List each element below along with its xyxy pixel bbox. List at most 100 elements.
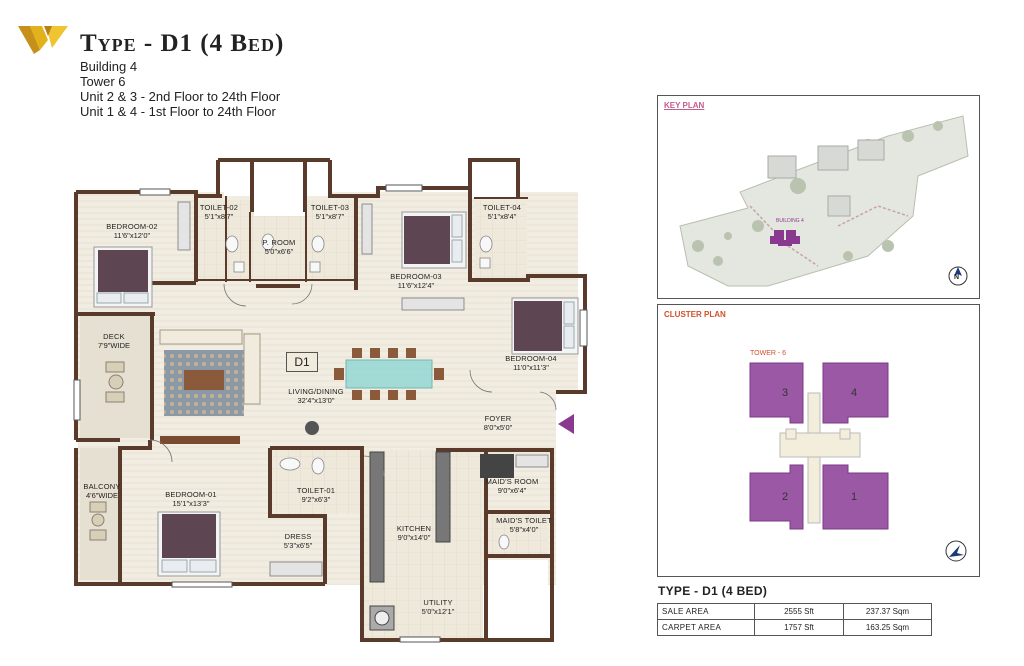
- key-plan-title: KEY PLAN: [664, 101, 705, 110]
- unit-number-2: 2: [782, 491, 789, 503]
- door-swings: [149, 283, 557, 477]
- room-name: DECK: [103, 332, 125, 341]
- room-size: 15'1"x13'3": [172, 499, 210, 508]
- room-size: 5'3"x6'5": [283, 541, 313, 550]
- deck-furniture: [89, 361, 125, 541]
- unit-tag: D1: [286, 352, 318, 372]
- bed-bedroom-01: [157, 511, 221, 577]
- bed-bedroom-02: [93, 246, 153, 308]
- room-name: KITCHEN: [396, 524, 432, 533]
- sale-area-label: SALE AREA: [657, 603, 755, 620]
- unit-number-4: 4: [851, 387, 858, 399]
- room-size: 11'6"x12'0": [113, 231, 151, 240]
- tower-line: Tower 6: [80, 74, 126, 89]
- room-name: DRESS: [284, 532, 312, 541]
- room-name: BALCONY: [83, 482, 121, 491]
- carpet-area-sft: 1757 Sft: [754, 619, 844, 636]
- room-size: 5'0"x6'6": [264, 247, 294, 256]
- cluster-plan-panel: CLUSTER PLAN TOWER - 6 3 4 2 1: [657, 304, 980, 577]
- carpet-area-sqm: 163.25 Sqm: [843, 619, 932, 636]
- kitchen-counter: [369, 451, 451, 631]
- compass-north-label: N: [954, 274, 960, 281]
- room-size: 5'1"x8'4": [487, 212, 517, 221]
- room-size: 32'4"x13'0": [297, 396, 335, 405]
- room-size: 5'0"x12'1": [421, 607, 455, 616]
- room-size: 8'0"x5'0": [483, 423, 513, 432]
- unit-line-2: Unit 1 & 4 - 1st Floor to 24th Floor: [80, 104, 276, 119]
- key-plan-map: [679, 115, 969, 287]
- room-size: 9'0"x6'4": [497, 486, 527, 495]
- entry-arrow-icon: [558, 414, 574, 434]
- maid-bed: [480, 454, 514, 478]
- windows: [73, 184, 588, 643]
- page-title: Type - D1 (4 Bed): [80, 30, 285, 57]
- table-row: SALE AREA 2555 Sft 237.37 Sqm: [657, 603, 932, 620]
- cluster-map: [749, 362, 967, 562]
- room-name: BEDROOM-02: [106, 222, 158, 231]
- room-name: BEDROOM-01: [165, 490, 217, 499]
- area-summary-title: TYPE - D1 (4 BED): [658, 584, 768, 598]
- building-4-label: BUILDING 4: [776, 218, 804, 224]
- room-size: 9'0"x14'0": [397, 533, 431, 542]
- key-plan-panel: KEY PLAN BUILDING 4 N: [657, 95, 980, 299]
- sale-area-sft: 2555 Sft: [754, 603, 844, 620]
- room-size: 9'2"x6'3": [301, 495, 331, 504]
- room-size: 5'1"x8'7": [204, 212, 234, 221]
- tower-label: TOWER - 6: [750, 350, 787, 357]
- living-furniture: [159, 329, 319, 444]
- building-4-highlight: [770, 230, 800, 246]
- room-name: MAID'S ROOM: [485, 477, 539, 486]
- room-size: 4'6"WIDE: [85, 491, 119, 500]
- unit-number-3: 3: [782, 387, 789, 399]
- unit-number-1: 1: [851, 491, 858, 503]
- cluster-plan-title: CLUSTER PLAN: [664, 310, 726, 319]
- room-size: 11'6"x12'4": [397, 281, 435, 290]
- room-name: TOILET-01: [296, 486, 336, 495]
- wardrobes: [177, 201, 549, 577]
- area-table: SALE AREA 2555 Sft 237.37 Sqm CARPET ARE…: [657, 603, 932, 636]
- room-name: TOILET-04: [482, 203, 522, 212]
- dining-table: [334, 348, 444, 400]
- sale-area-sqm: 237.37 Sqm: [843, 603, 932, 620]
- room-name: BEDROOM-03: [390, 272, 442, 281]
- walls: [74, 158, 587, 642]
- room-name: P. ROOM: [262, 238, 296, 247]
- unit-tag-text: D1: [294, 355, 310, 369]
- table-row: CARPET AREA 1757 Sft 163.25 Sqm: [657, 619, 932, 636]
- thin-walls: [196, 196, 528, 282]
- room-name: TOILET-02: [199, 203, 239, 212]
- room-name: LIVING/DINING: [288, 387, 344, 396]
- building-line: Building 4: [80, 59, 138, 74]
- bed-bedroom-04: [511, 297, 579, 355]
- bed-bedroom-03: [401, 211, 467, 269]
- room-name: FOYER: [484, 414, 512, 423]
- toilet-fixtures: [225, 233, 510, 550]
- room-size: 5'1"x8'7": [315, 212, 345, 221]
- room-size: 5'8"x4'0": [509, 525, 539, 534]
- room-name: BEDROOM-04: [505, 354, 557, 363]
- room-name: UTILITY: [423, 598, 453, 607]
- brand-logo: [18, 26, 68, 54]
- room-size: 11'0"x11'3": [513, 363, 549, 372]
- room-name: TOILET-03: [310, 203, 350, 212]
- room-size: 7'9"WIDE: [97, 341, 131, 350]
